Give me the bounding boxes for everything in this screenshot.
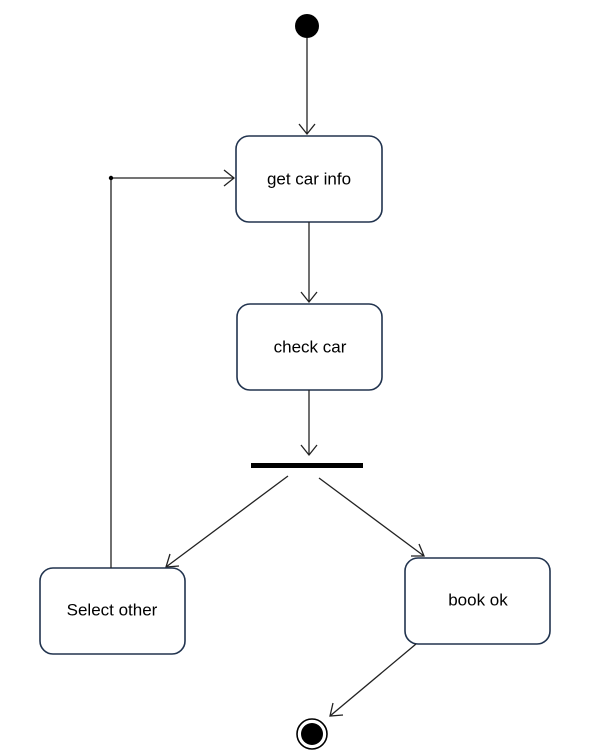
fork-bar (251, 463, 363, 468)
edge-fork-to-book-ok (318, 477, 425, 557)
edge-get-car-info-to-check-car (300, 222, 318, 304)
state-check-car: check car (236, 303, 383, 391)
initial-node (295, 14, 319, 38)
junction-dot (108, 175, 114, 181)
state-get-car-info-label: get car info (267, 169, 351, 188)
state-get-car-info: get car info (235, 135, 383, 223)
final-node (296, 718, 328, 750)
edge-fork-to-select-other (165, 475, 289, 568)
edge-select-other-to-get-car-info (108, 169, 236, 568)
edge-initial-to-get-car-info (298, 38, 316, 136)
state-check-car-label: check car (274, 337, 347, 356)
edge-book-ok-to-final (329, 643, 417, 717)
state-book-ok-label: book ok (448, 590, 508, 609)
state-select-other-label: Select other (67, 600, 158, 619)
state-select-other: Select other (39, 567, 186, 655)
state-book-ok: book ok (404, 557, 551, 645)
edge-check-car-to-fork (300, 390, 318, 457)
